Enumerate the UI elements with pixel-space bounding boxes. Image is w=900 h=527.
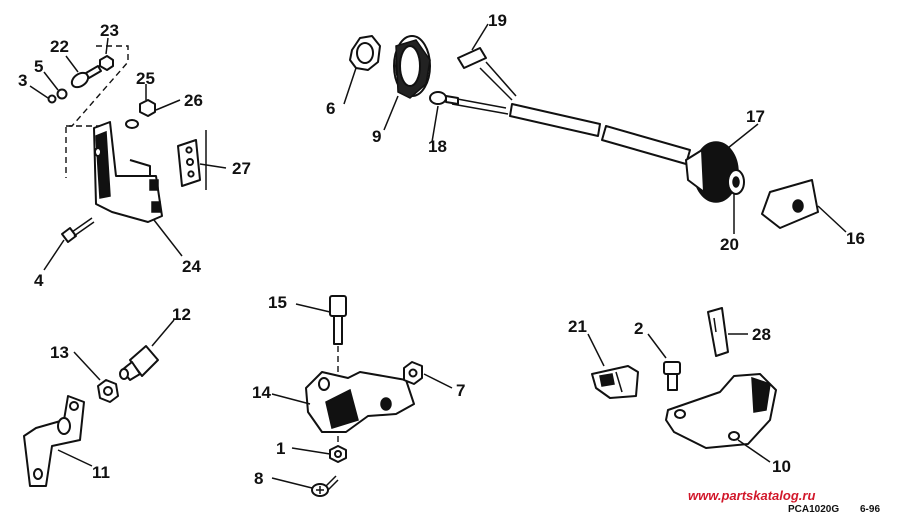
callout-25: 25 xyxy=(136,69,155,88)
callout-22: 22 xyxy=(50,37,69,56)
nut-part-7 xyxy=(403,361,423,385)
ball-joint-part-22 xyxy=(70,65,102,89)
callout-20: 20 xyxy=(720,235,739,254)
control-bracket-part-10 xyxy=(665,373,777,449)
clamp-body-part-14 xyxy=(305,371,415,433)
washer-part-26 xyxy=(125,119,139,129)
watermark-text: www.partskatalog.ru xyxy=(688,488,815,503)
callout-2: 2 xyxy=(634,319,643,338)
callout-24: 24 xyxy=(182,257,201,276)
control-bracket-group xyxy=(587,307,777,463)
bolt-part-2 xyxy=(663,361,681,391)
bracket-assembly-group xyxy=(29,37,227,271)
clamp-assembly-group xyxy=(271,295,453,497)
ring-terminal-part-18 xyxy=(429,91,459,105)
drawing-code: PCA1020G xyxy=(788,504,839,515)
plate-part-27 xyxy=(177,130,207,190)
callout-12: 12 xyxy=(172,305,191,324)
lever-plate-part-11 xyxy=(23,395,85,487)
callout-3: 3 xyxy=(18,71,27,90)
nut-part-1 xyxy=(329,445,347,463)
callout-4: 4 xyxy=(34,271,44,290)
callout-28: 28 xyxy=(752,325,771,344)
date-code: 6-96 xyxy=(860,504,880,515)
callout-16: 16 xyxy=(846,229,865,248)
hex-nut-part-6 xyxy=(349,35,381,71)
callout-8: 8 xyxy=(254,469,263,488)
screw-part-8 xyxy=(311,475,339,497)
washer-part-5 xyxy=(56,88,68,100)
callout-18: 18 xyxy=(428,137,447,156)
assembly-guide-dashed xyxy=(65,45,129,178)
screw-part-4 xyxy=(61,217,95,243)
callout-21: 21 xyxy=(568,317,587,336)
shift-lever-group xyxy=(23,319,175,487)
callout-11: 11 xyxy=(92,463,110,482)
callout-27: 27 xyxy=(232,159,251,178)
callout-13: 13 xyxy=(50,343,69,362)
callout-23: 23 xyxy=(100,21,119,40)
callout-9: 9 xyxy=(372,127,381,146)
pivot-pin-part-12 xyxy=(119,345,159,381)
callout-14: 14 xyxy=(252,383,271,402)
callout-10: 10 xyxy=(772,457,791,476)
callout-labels: 3 5 22 23 25 26 27 4 24 6 9 18 19 17 20 … xyxy=(18,11,865,488)
clip-part-21 xyxy=(591,365,639,399)
connector-part-19 xyxy=(457,47,487,69)
nut-part-25 xyxy=(139,99,156,117)
cable-switch-group xyxy=(343,23,847,234)
callout-15: 15 xyxy=(268,293,287,312)
spring-clip-part-28 xyxy=(707,307,729,357)
switch-body-part-17 xyxy=(685,141,745,203)
washer-part-3 xyxy=(47,94,57,104)
callout-19: 19 xyxy=(488,11,507,30)
callout-7: 7 xyxy=(456,381,465,400)
callout-17: 17 xyxy=(746,107,765,126)
callout-1: 1 xyxy=(276,439,285,458)
nut-part-13 xyxy=(97,379,119,403)
nut-part-23 xyxy=(99,55,114,71)
bolt-part-15 xyxy=(329,295,347,372)
callout-6: 6 xyxy=(326,99,335,118)
callout-26: 26 xyxy=(184,91,203,110)
throttle-lever-part-24 xyxy=(93,121,163,223)
callout-5: 5 xyxy=(34,57,43,76)
bracket-part-16 xyxy=(761,179,819,229)
rubber-boot-part-9 xyxy=(393,35,431,99)
